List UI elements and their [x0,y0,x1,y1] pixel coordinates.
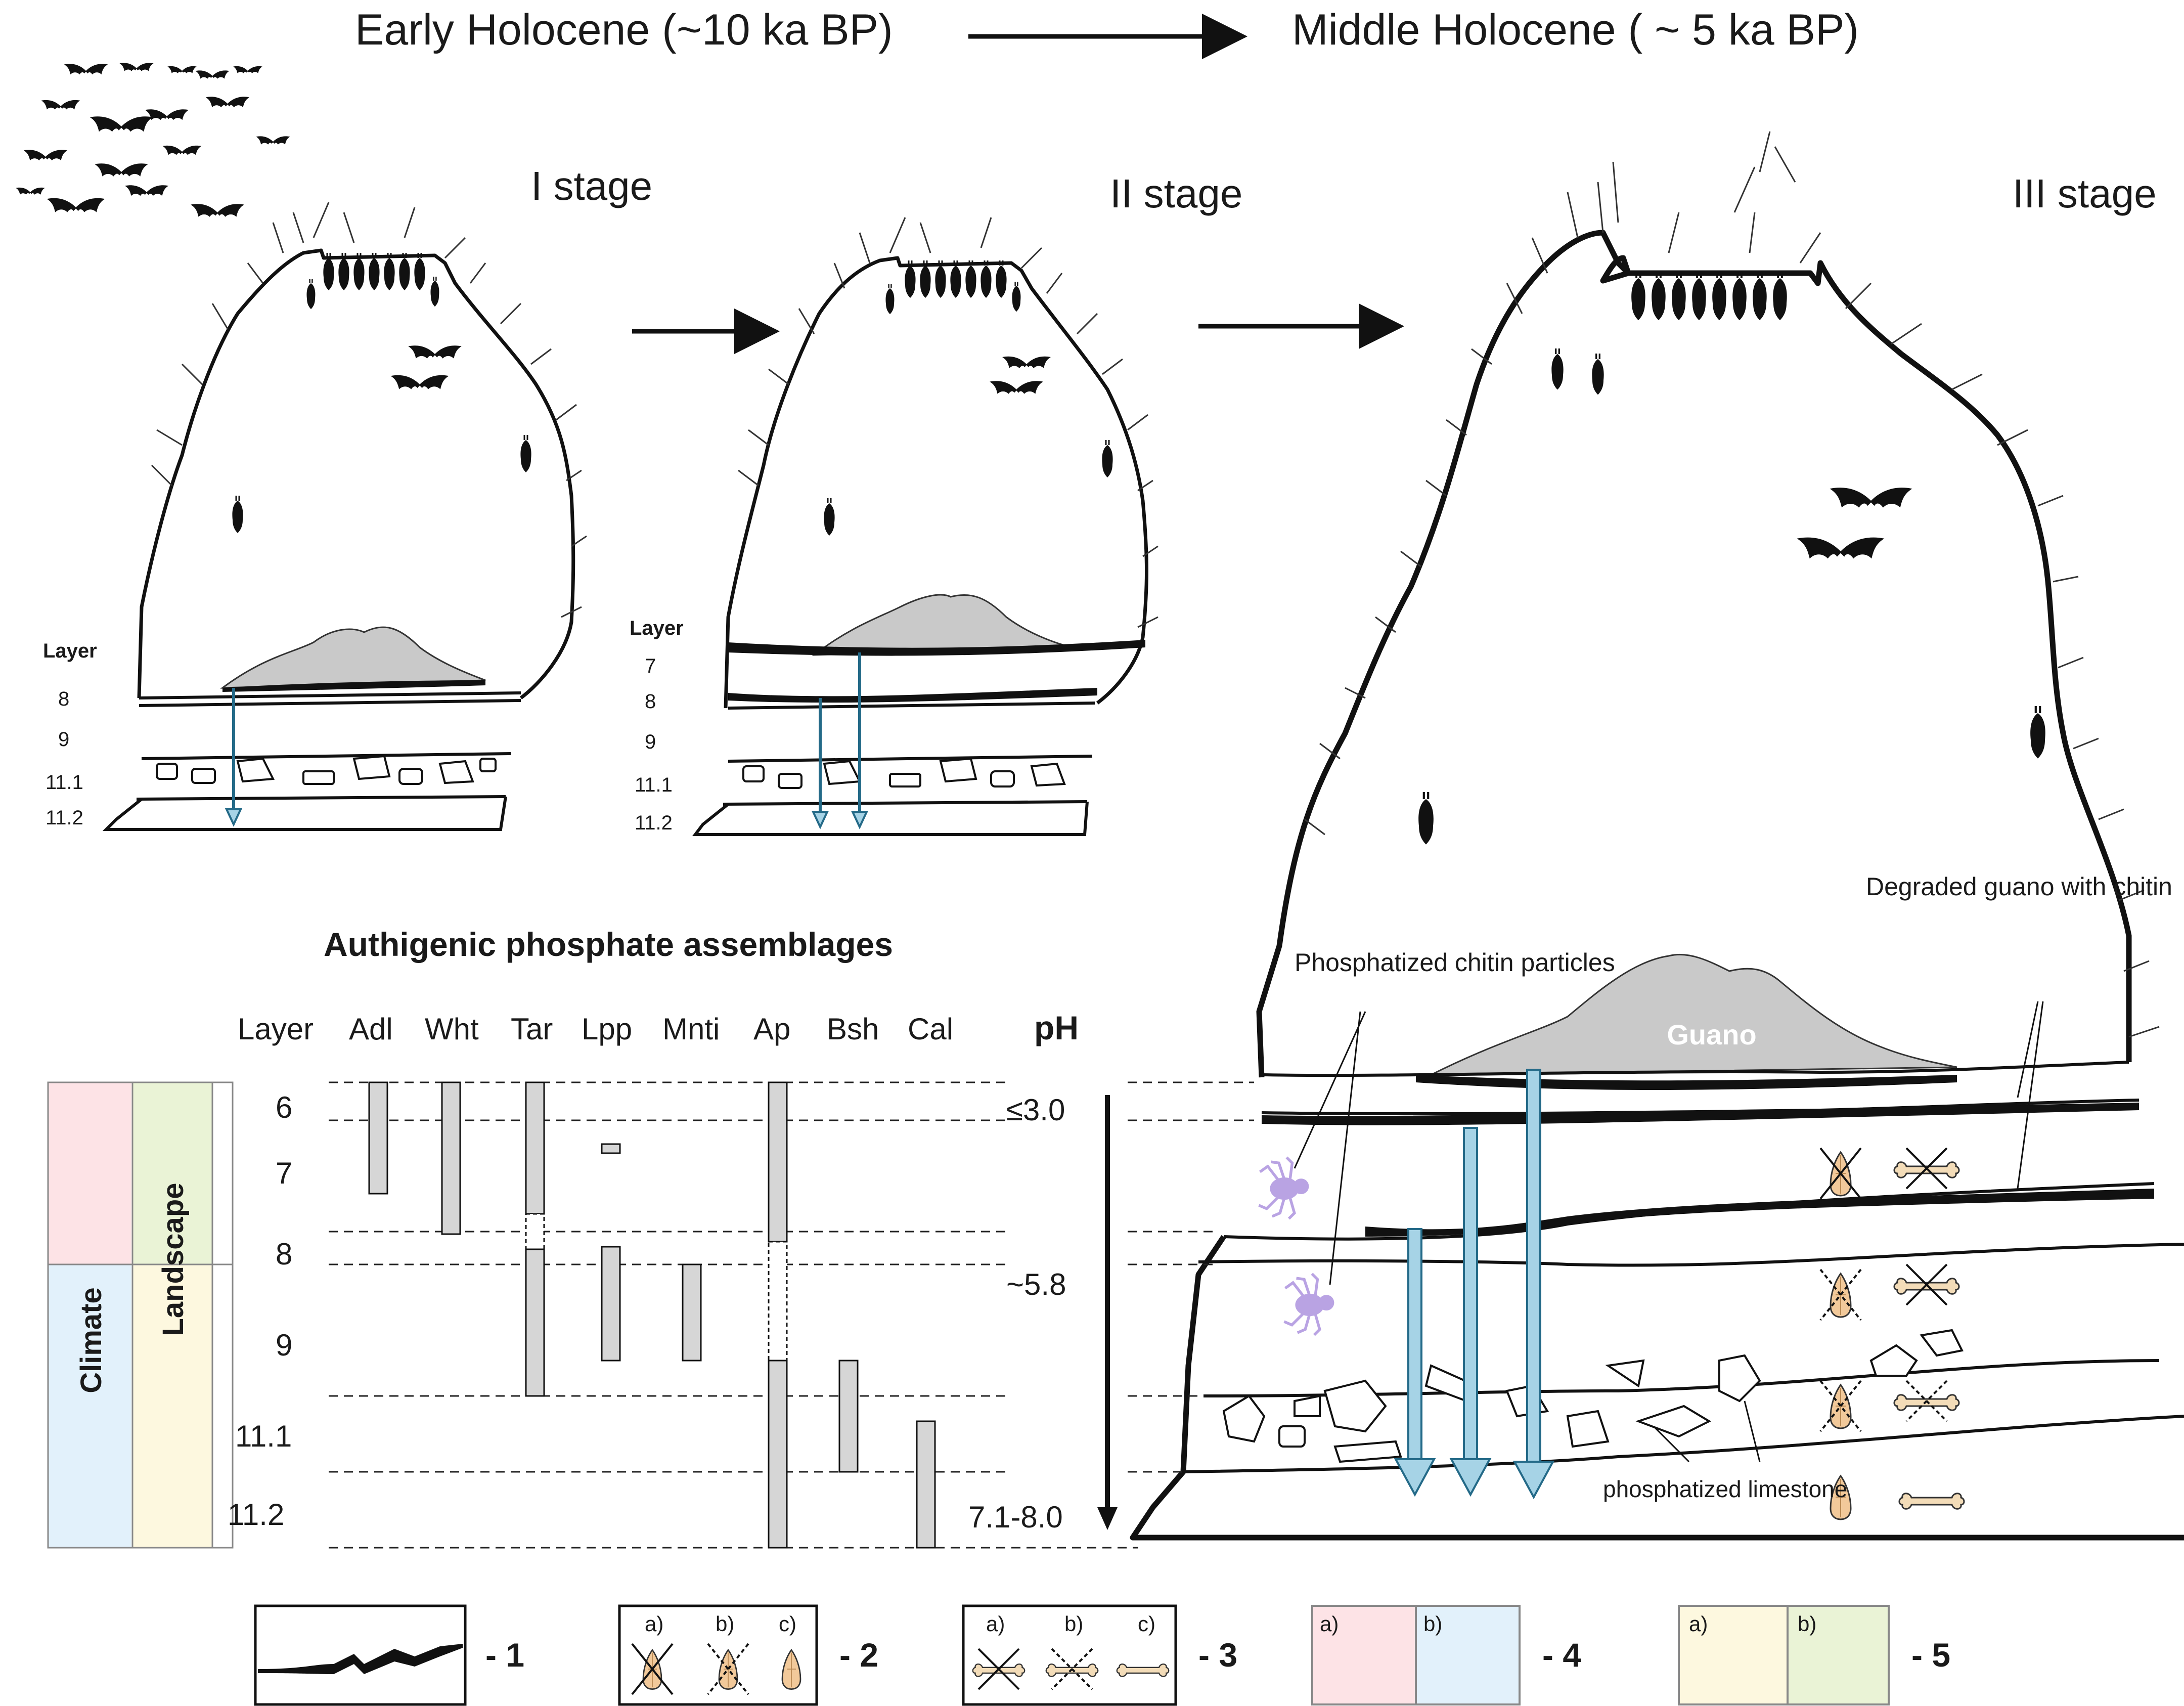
layer-9: 9 [276,1328,292,1362]
stage-2-cave [692,217,1158,836]
legend-5-a: a) [1689,1612,1708,1636]
stage-1-layer-11-2: 11.2 [46,807,83,829]
assemblage-headers: Layer Adl Wht Tar Lpp Mnti Ap Bsh Cal pH [238,1009,1079,1046]
bar-tar-lower [525,1248,545,1397]
legend-number-1: - 1 [485,1636,524,1674]
stage-2-layer-11-1: 11.1 [635,774,673,796]
header-adl: Adl [349,1012,393,1046]
legend-item-3: a) b) c) - 3 [962,1604,1237,1706]
mineral-bars [368,1081,936,1549]
bar-tar-dashed [525,1213,545,1250]
bar-adl [368,1081,388,1195]
ph-column: ≤3.0 ~5.8 7.1-8.0 [968,1093,1118,1534]
legend-3-a: a) [986,1612,1005,1636]
legend-item-5: a) b) - 5 [1678,1605,1950,1705]
legend-4-b: b) [1423,1612,1442,1636]
legend: - 1 a) b) c) - 2 a) b) c) - 3 [254,1604,1950,1706]
header-bsh: Bsh [827,1012,879,1046]
bar-lpp-lower [601,1246,621,1362]
header-layer: Layer [238,1012,314,1046]
stage-3-cave [1130,131,2184,1541]
climate-label: Climate [75,1287,108,1393]
legend-item-1: - 1 [254,1604,524,1706]
legend-number-2: - 2 [839,1636,878,1674]
stage-3-label: III stage [2013,171,2157,216]
bar-mnti [682,1263,702,1362]
legend-2-c: c) [779,1612,796,1636]
chitin-label: Phosphatized chitin particles [1295,948,1615,977]
assemblage-title: Authigenic phosphate assemblages [324,926,893,963]
limestone-label: phosphatized limestone [1603,1476,1847,1502]
degraded-label: Degraded guano with chitin [1866,872,2172,901]
landscape-label: Landscape [157,1183,190,1336]
legend-number-4: - 4 [1542,1636,1581,1674]
header-mnti: Mnti [662,1012,720,1046]
header-wht: Wht [425,1012,479,1046]
legend-number-5: - 5 [1911,1636,1950,1674]
stage-2-layer-title: Layer [630,617,684,639]
legend-number-3: - 3 [1198,1636,1237,1674]
legend-3-c: c) [1138,1612,1155,1636]
bar-ap-upper [768,1081,788,1243]
header-ap: Ap [753,1012,790,1046]
bar-tar-upper [525,1081,545,1215]
ph-value-high: 7.1-8.0 [968,1500,1063,1534]
spider-icon [1259,1157,1309,1218]
stage-1-cave [102,202,587,831]
bar-ap-lower [768,1360,788,1549]
assemblage-layer-labels: 6 7 8 9 11.1 11.2 [228,1090,292,1532]
header-tar: Tar [511,1012,553,1046]
bar-lpp-upper [601,1143,621,1154]
bat-flock-icon [16,63,290,217]
header-early: Early Holocene (~10 ka BP) [355,6,893,54]
layer-7: 7 [276,1156,292,1190]
legend-2-b: b) [716,1612,734,1636]
stage-2-label: II stage [1110,171,1242,216]
stage-2-layer-9: 9 [645,731,656,753]
legend-3-b: b) [1064,1612,1083,1636]
stage-2-layer-7: 7 [645,655,656,677]
header-lpp: Lpp [582,1012,632,1046]
layer-11-2: 11.2 [228,1498,284,1532]
climate-landscape-panel: Climate Landscape [47,1081,234,1549]
legend-5-b: b) [1798,1612,1816,1636]
stage-1-label: I stage [531,163,652,208]
ph-value-low: ≤3.0 [1006,1093,1065,1127]
header-cal: Cal [908,1012,953,1046]
ph-value-mid: ~5.8 [1006,1267,1066,1301]
layer-8: 8 [276,1237,292,1271]
legend-4-a: a) [1320,1612,1339,1636]
legend-item-2: a) b) c) - 2 [618,1604,878,1706]
layer-boundaries [329,1081,1254,1549]
stage-1-layer-11-1: 11.1 [46,771,83,794]
guano-label: Guano [1667,1019,1756,1051]
bar-cal [916,1420,936,1549]
bar-bsh [838,1360,859,1473]
stage-1-layer-title: Layer [43,640,97,662]
legend-item-4: a) b) - 4 [1311,1605,1581,1705]
stage-2-layer-11-2: 11.2 [635,812,673,834]
stage-2-layer-8: 8 [645,690,656,713]
stage-1-layer-9: 9 [58,728,69,751]
bar-ap-dashed [768,1241,788,1362]
layer-6: 6 [276,1090,292,1124]
header-ph: pH [1034,1009,1079,1046]
legend-2-a: a) [645,1612,663,1636]
header-middle: Middle Holocene ( ~ 5 ka BP) [1292,6,1859,54]
bar-wht [441,1081,461,1235]
stage-1-layer-8: 8 [58,688,69,710]
layer-11-1: 11.1 [235,1419,292,1453]
